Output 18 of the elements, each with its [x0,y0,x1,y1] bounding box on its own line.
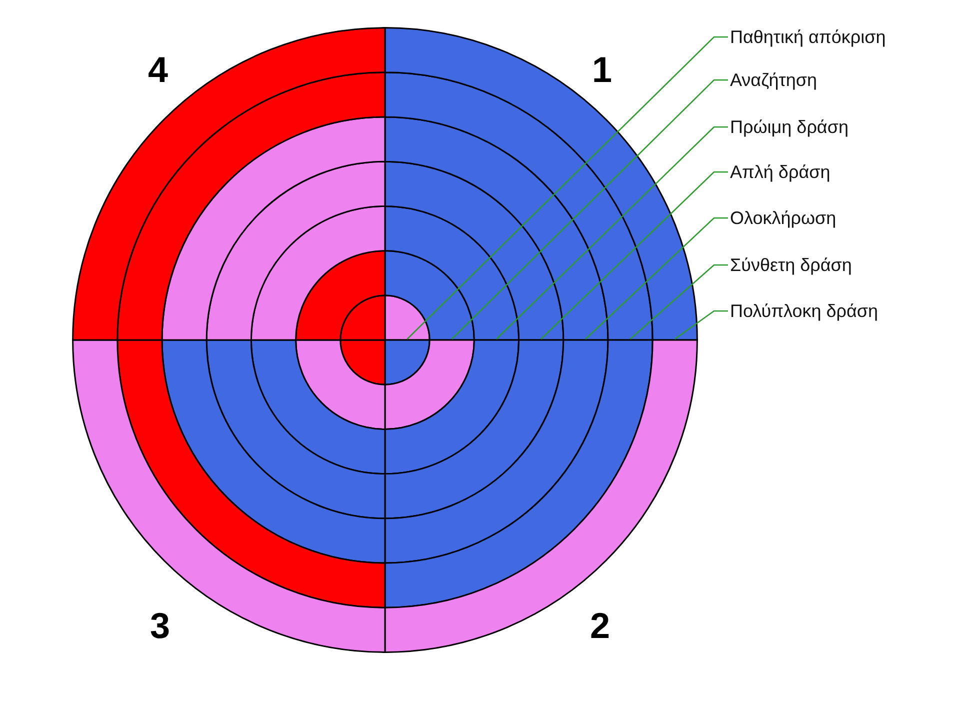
ring-label: Απλή δράση [730,161,830,183]
ring-label: Ολοκλήρωση [730,207,836,229]
ring-label: Αναζήτηση [730,69,817,91]
ring-label: Πρώιμη δράση [730,116,848,138]
leader-line [585,217,728,340]
leader-line [406,36,728,340]
ring-label: Σύνθετη δράση [730,254,852,276]
quadrant-number: 3 [150,606,170,646]
quadrant-number: 4 [148,50,168,90]
ring-label: Πολύπλοκη δράση [730,300,878,322]
leader-line [496,126,728,340]
leader-line [451,79,728,340]
quadrant-number: 1 [592,50,612,90]
ring-label: Παθητική απόκριση [730,26,886,48]
leader-line [630,264,728,340]
leader-line [674,310,728,340]
quadrant-number: 2 [590,606,610,646]
leader-line [540,171,728,340]
